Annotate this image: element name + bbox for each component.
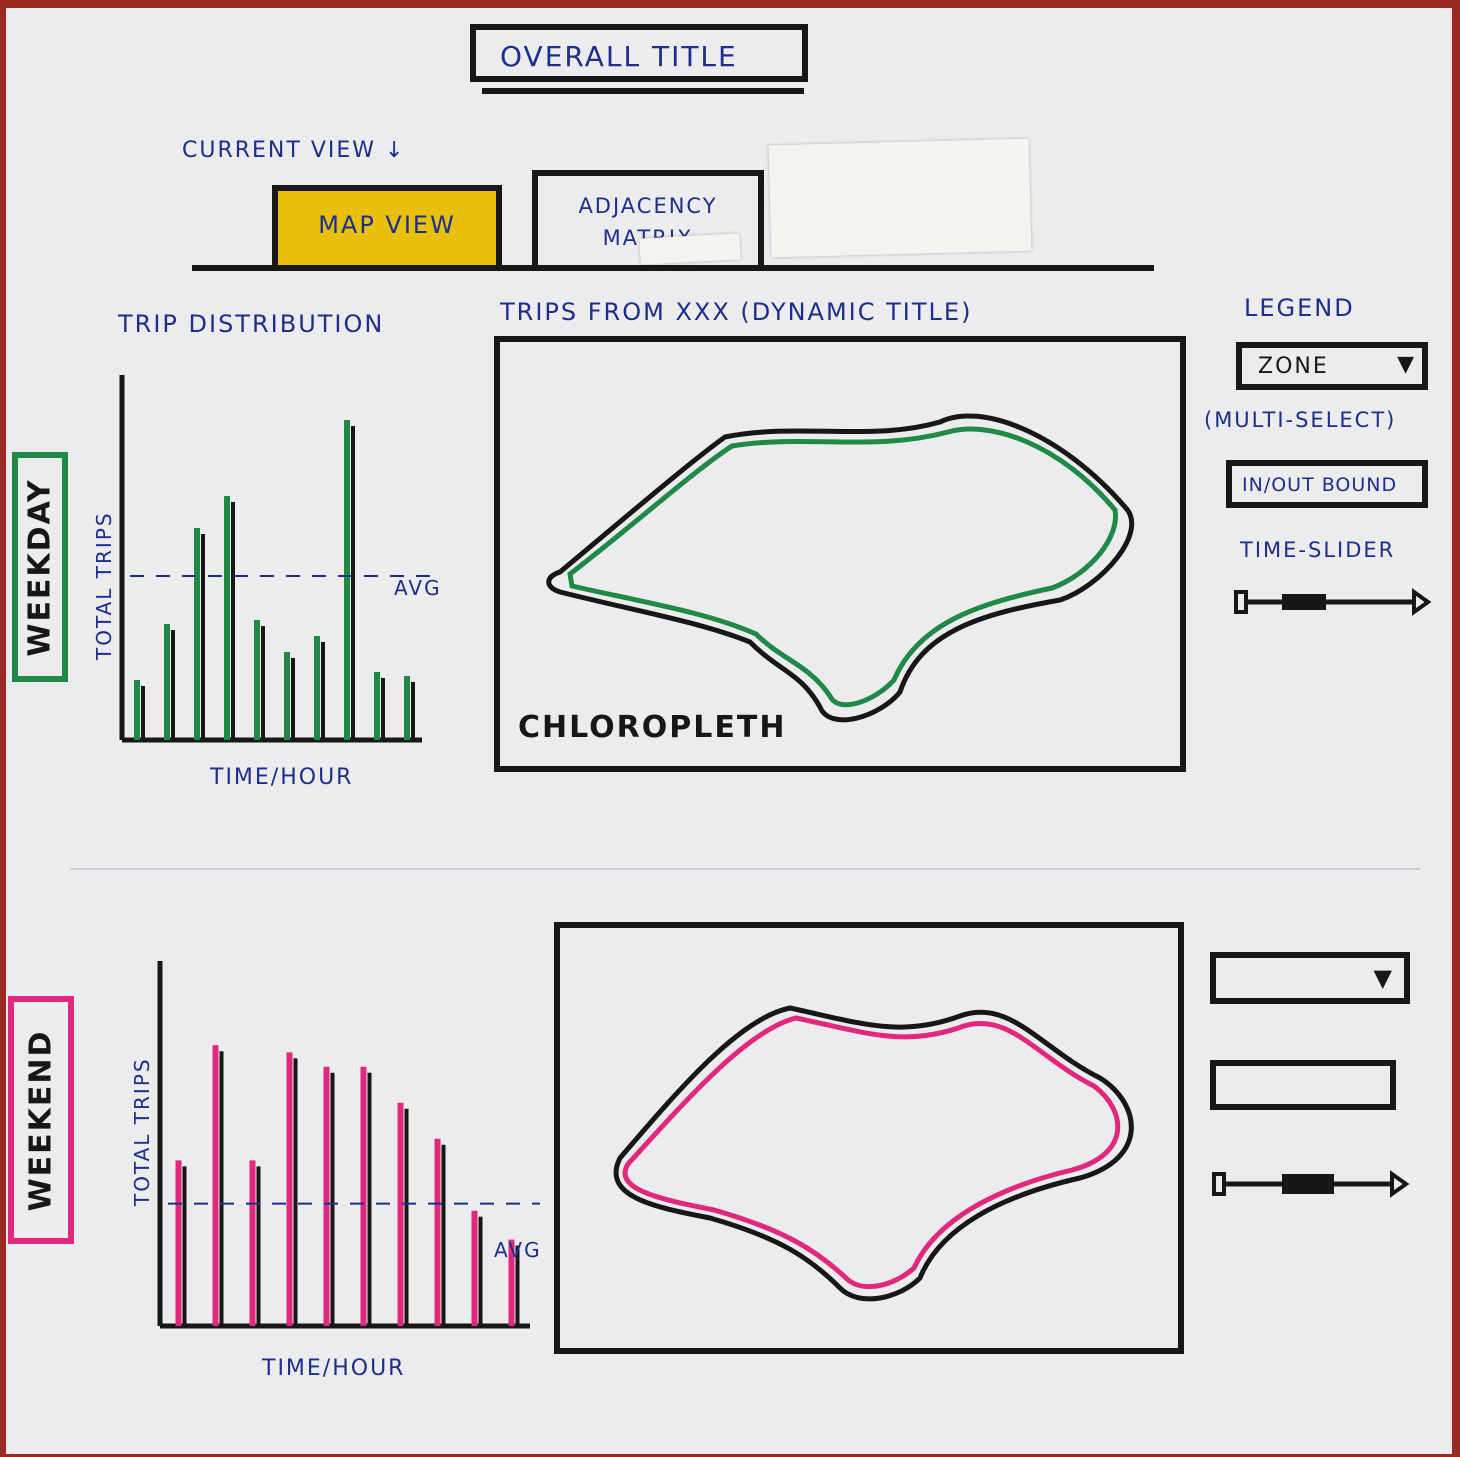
in-out-bound-toggle[interactable]: IN/OUT BOUND xyxy=(1226,460,1428,508)
weekday-label-text: WEEKDAY xyxy=(22,477,58,657)
bar xyxy=(344,420,350,740)
weekend-avg-label: AVG xyxy=(494,1238,542,1262)
bar xyxy=(284,652,290,740)
bar xyxy=(508,1239,515,1326)
weekend-trip-chart xyxy=(157,961,540,1329)
current-view-note: CURRENT VIEW ↓ xyxy=(182,138,406,163)
weekend-choropleth-shape xyxy=(613,1005,1134,1302)
slider-handle[interactable] xyxy=(1282,594,1326,610)
overall-title: OVERALL TITLE xyxy=(500,40,738,73)
weekday-y-axis-label: TOTAL TRIPS xyxy=(92,511,116,660)
weekend-label-text: WEEKEND xyxy=(23,1029,59,1211)
weekday-avg-label: AVG xyxy=(394,576,442,600)
bar xyxy=(194,528,200,740)
weekend-in-out-bound-toggle[interactable] xyxy=(1210,1060,1396,1110)
tab-baseline xyxy=(192,265,1154,271)
tape-strip xyxy=(639,233,741,265)
trip-chart-title: TRIP DISTRIBUTION xyxy=(118,310,385,338)
weekend-time-slider[interactable] xyxy=(1210,1162,1410,1202)
time-slider-label: TIME-SLIDER xyxy=(1240,538,1396,562)
bar xyxy=(286,1052,293,1326)
tab-map-view-label: MAP VIEW xyxy=(318,211,456,239)
weekday-choropleth-shape xyxy=(546,413,1135,723)
weekend-map-panel[interactable] xyxy=(554,922,1184,1354)
title-underline xyxy=(482,88,804,94)
weekday-trip-chart xyxy=(119,375,442,743)
bar xyxy=(134,680,140,740)
bar xyxy=(175,1160,182,1326)
bar xyxy=(224,496,230,740)
zone-dropdown-value: ZONE xyxy=(1258,354,1329,379)
bar xyxy=(314,636,320,740)
weekday-time-slider[interactable] xyxy=(1232,582,1432,622)
overall-title-box xyxy=(470,24,808,82)
weekend-zone-dropdown[interactable]: ▼ xyxy=(1210,952,1410,1004)
tape-strip xyxy=(768,138,1032,258)
weekend-x-axis-label: TIME/HOUR xyxy=(262,1356,406,1381)
bar xyxy=(360,1066,367,1326)
bar xyxy=(434,1138,441,1326)
weekend-section-label: WEEKEND xyxy=(8,996,74,1244)
weekend-y-axis-label: TOTAL TRIPS xyxy=(130,1057,154,1206)
choropleth-label: CHLOROPLETH xyxy=(518,710,787,745)
bar xyxy=(404,676,410,740)
bar xyxy=(249,1160,256,1326)
bar xyxy=(397,1102,404,1326)
bar xyxy=(471,1210,478,1326)
map-title: TRIPS FROM XXX (DYNAMIC TITLE) xyxy=(500,298,973,326)
zone-dropdown[interactable]: ZONE ▼ xyxy=(1236,342,1428,390)
bar xyxy=(323,1066,330,1326)
weekday-section-label: WEEKDAY xyxy=(12,452,68,682)
bar xyxy=(164,624,170,740)
in-out-bound-label: IN/OUT BOUND xyxy=(1242,474,1398,496)
weekday-x-axis-label: TIME/HOUR xyxy=(210,765,354,790)
zone-multi-select-note: (MULTI-SELECT) xyxy=(1204,408,1397,432)
weekday-map-panel[interactable]: CHLOROPLETH xyxy=(494,336,1186,772)
paper-fold-line xyxy=(70,868,1420,870)
tab-map-view[interactable]: MAP VIEW xyxy=(272,185,502,267)
bar xyxy=(212,1045,219,1326)
bar xyxy=(254,620,260,740)
slider-handle[interactable] xyxy=(1282,1174,1334,1194)
legend-title: LEGEND xyxy=(1244,294,1355,322)
chevron-down-icon: ▼ xyxy=(1397,352,1414,377)
bar xyxy=(374,672,380,740)
chevron-down-icon: ▼ xyxy=(1373,964,1392,992)
